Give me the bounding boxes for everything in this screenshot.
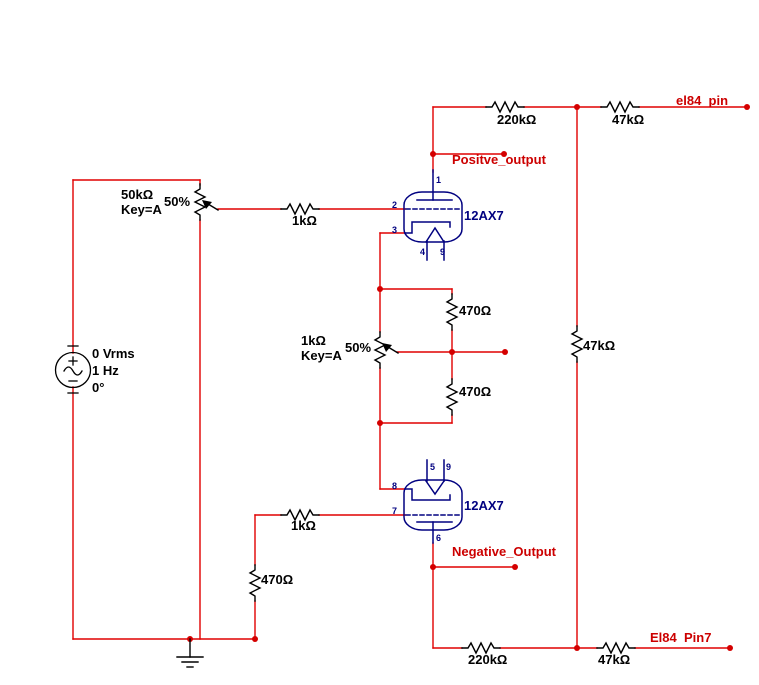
tube-bottom-pin5-number: 5 [430,462,436,472]
dot-positive-stub-left [430,151,436,157]
resistor-plate-top-symbol[interactable] [485,100,525,114]
resistor-out-bottom-symbol[interactable] [596,641,636,655]
pot-input-percent-label[interactable]: 50% [164,194,191,209]
pot-mid-wiper-line[interactable] [387,346,399,354]
tube-bottom-pin9-number: 9 [446,462,452,472]
resistor-tail-label[interactable]: 470Ω [261,572,294,587]
resistor-cathode-upper-symbol[interactable] [445,293,459,331]
resistor-tail-symbol[interactable] [248,564,262,602]
tube-bottom-pin7-number: 7 [392,506,398,516]
source-phase-label[interactable]: 0° [92,380,105,395]
tube-top-cathode [404,221,451,234]
dot-mid-wiper-endpoint [502,349,508,355]
dot-cathode-top-junction [377,286,383,292]
tube-bottom-label[interactable]: 12AX7 [464,498,504,513]
net-label-positive-output[interactable]: Positve_output [452,152,546,167]
resistor-grid-bottom-label[interactable]: 1kΩ [291,518,316,533]
dot-bottom-rail-junction [574,645,580,651]
tube-top-symbol[interactable] [403,169,463,261]
junction-dots [187,104,750,651]
dot-top-rail-junction [574,104,580,110]
potentiometer-input-symbol[interactable] [193,183,219,221]
pot-mid-zigzag[interactable] [373,331,387,369]
tube-bottom-pin6-number: 6 [436,533,442,543]
pot-mid-percent-label[interactable]: 50% [345,340,372,355]
dot-el84-pin-endpoint [744,104,750,110]
resistor-out-top-label[interactable]: 47kΩ [612,112,645,127]
dot-el84-pin7-endpoint [727,645,733,651]
resistor-plate-bottom-symbol[interactable] [461,641,501,655]
resistor-cathode-lower-label[interactable]: 470Ω [459,384,492,399]
tube-bottom-pin8-number: 8 [392,481,398,491]
resistor-cathode-lower-symbol[interactable] [445,378,459,416]
dot-negative-stub-right [512,564,518,570]
net-label-el84-pin[interactable]: el84 pin [676,93,729,108]
pot-input-wiper-line[interactable] [207,203,219,211]
tube-bottom-cathode [404,488,451,501]
tube-top-pin4-number: 4 [420,247,426,257]
resistor-grid-top-symbol[interactable] [280,202,320,216]
dot-tail-junction [252,636,258,642]
ground-symbol[interactable] [176,638,204,668]
ac-source-sine-icon [63,366,83,376]
tube-bottom-heater-triangle [424,479,446,496]
resistor-out-top-symbol[interactable] [600,100,640,114]
potentiometer-mid-symbol[interactable] [373,331,399,369]
resistor-feedback-label[interactable]: 47kΩ [583,338,616,353]
tube-top-pin1-number: 1 [436,175,442,185]
resistor-plate-bottom-label[interactable]: 220kΩ [468,652,508,667]
dot-positive-stub-right [501,151,507,157]
tube-top-label[interactable]: 12AX7 [464,208,504,223]
resistor-grid-top-label[interactable]: 1kΩ [292,213,317,228]
net-label-negative-output[interactable]: Negative_Output [452,544,557,559]
tube-top-heater-triangle [424,226,446,244]
source-rms-label[interactable]: 0 Vrms [92,346,135,361]
pot-input-key-label[interactable]: Key=A [121,202,162,217]
ac-source-symbol[interactable] [54,345,92,394]
dot-mid-wiper-junction [449,349,455,355]
pot-mid-wiper-arrowhead [382,343,392,352]
ac-source-circle[interactable] [54,351,92,389]
pot-input-wiper-arrowhead [202,200,212,209]
tube-top-pin3-number: 3 [392,225,398,235]
net-label-el84-pin7[interactable]: El84 Pin7 [650,630,712,645]
pot-mid-value-label[interactable]: 1kΩ [301,333,326,348]
resistor-out-bottom-label[interactable]: 47kΩ [598,652,631,667]
pot-input-zigzag[interactable] [193,183,207,221]
tube-top-pin2-number: 2 [392,200,398,210]
dot-negative-stub-left [430,564,436,570]
resistor-plate-top-label[interactable]: 220kΩ [497,112,537,127]
pot-input-value-label[interactable]: 50kΩ [121,187,154,202]
resistor-symbols[interactable] [248,100,640,655]
resistor-feedback-symbol[interactable] [570,325,584,363]
resistor-grid-bottom-symbol[interactable] [280,508,320,522]
resistor-cathode-upper-label[interactable]: 470Ω [459,303,492,318]
wires[interactable] [72,106,748,649]
source-frequency-label[interactable]: 1 Hz [92,363,119,378]
dot-cathode-bottom-junction [377,420,383,426]
tube-bottom-symbol[interactable] [403,459,463,544]
tube-top-pin9-number: 9 [440,247,446,257]
pot-mid-key-label[interactable]: Key=A [301,348,342,363]
